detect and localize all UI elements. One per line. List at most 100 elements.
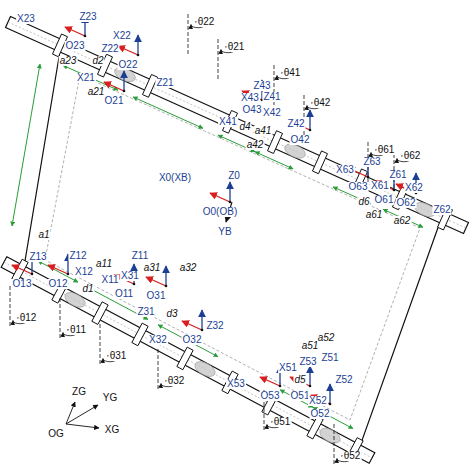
frame-origin <box>165 285 168 288</box>
x-axis-arrow <box>104 82 124 91</box>
axis-label: O0(OB) <box>202 207 238 217</box>
axis-label: X41 <box>218 117 238 127</box>
joint-block <box>92 302 108 325</box>
axis-label: X51 <box>278 363 298 373</box>
chassis-inner-outline <box>45 75 420 420</box>
axis-label: X22 <box>112 31 132 41</box>
axis-label: X52 <box>308 396 328 406</box>
axis-label: O42 <box>290 135 311 145</box>
joint-axis-line <box>218 39 219 79</box>
axis-label: Z23 <box>78 12 97 22</box>
axis-label: O21 <box>104 96 125 106</box>
dimension-label: a11 <box>95 259 113 269</box>
frame-origin <box>309 129 312 132</box>
joint-axis-line <box>158 349 159 389</box>
joint-block <box>312 151 327 174</box>
global-axis-label: YG <box>102 393 118 403</box>
rail-centerline <box>4 262 372 458</box>
axis-label: Z31 <box>136 307 155 317</box>
dimension-label: d4 <box>238 122 251 132</box>
wheel <box>192 359 217 380</box>
frame-origin <box>367 176 370 179</box>
axis-label: Z51 <box>320 353 339 363</box>
frame-origin <box>133 283 136 286</box>
drawing-group <box>1 14 468 464</box>
axis-label: Z22 <box>100 44 119 54</box>
dimension-label: a41 <box>254 126 273 136</box>
joint-axis-line <box>334 424 335 464</box>
x-axis-arrow <box>210 193 230 202</box>
joint-axis-line <box>10 286 11 326</box>
joint-angle-label: θ42 <box>313 98 332 108</box>
dimension-label: a51 <box>301 341 320 351</box>
joint-angle-label: θ12 <box>19 313 38 323</box>
frame-origin <box>229 201 232 204</box>
z-axis-arrow <box>309 110 310 130</box>
global-axis-label: XG <box>104 425 120 435</box>
x-axis-arrow <box>118 46 138 55</box>
dimension-line <box>12 64 40 226</box>
dimension-label: d6 <box>357 197 370 207</box>
axis-label: Z32 <box>205 321 224 331</box>
x-axis-arrow <box>182 321 202 330</box>
frame-origin <box>201 329 204 332</box>
joint-block <box>307 416 323 439</box>
dimension-label: a1 <box>37 230 50 240</box>
joint-axis-line <box>60 298 61 338</box>
axis-label: X23 <box>16 14 36 24</box>
dimension-label: a61 <box>365 210 384 220</box>
global-axis-arrow <box>66 402 75 424</box>
dimension-label: d3 <box>165 309 178 319</box>
dimension-label: a42 <box>246 140 265 150</box>
dimension-line <box>255 152 293 169</box>
x-axis-arrow <box>146 277 166 286</box>
z-axis-arrow <box>201 310 202 330</box>
chassis-body <box>24 51 440 446</box>
axis-label: Z21 <box>155 78 174 88</box>
joint-angle-label: θ31 <box>109 351 128 361</box>
axis-label: Z62 <box>432 205 451 215</box>
global-axis-arrow <box>66 424 99 428</box>
joint-angle-label: θ61 <box>377 145 396 155</box>
axis-label: Z61 <box>388 170 407 180</box>
frame-origin <box>309 385 312 388</box>
axis-label: Z12 <box>68 251 87 261</box>
frame-origin <box>279 385 282 388</box>
dimension-label: d2 <box>91 56 104 66</box>
z-axis-arrow <box>165 266 166 286</box>
axis-label: O23 <box>65 41 86 51</box>
z-axis-arrow <box>329 384 330 404</box>
joint-angle-label: θ52 <box>343 451 362 461</box>
dimension-line <box>133 97 203 128</box>
axis-label: YB <box>217 227 232 237</box>
x-axis-arrow <box>260 377 280 386</box>
joint-angle-label: θ41 <box>283 68 302 78</box>
dimension-label: a32 <box>179 263 198 273</box>
dimension-label: a23 <box>59 56 78 66</box>
axis-label: O13 <box>12 279 33 289</box>
z-axis-arrow <box>137 35 138 55</box>
axis-label: X43 <box>240 93 260 103</box>
global-axis-label: OG <box>47 429 65 439</box>
axis-label: O32 <box>182 335 203 345</box>
axis-label: Z41 <box>262 92 281 102</box>
z-axis-arrow <box>123 71 124 91</box>
frame-origin <box>137 54 140 57</box>
dimension-label: a62 <box>393 216 412 226</box>
axis-label: X53 <box>226 379 246 389</box>
joint-angle-label: θ22 <box>197 17 216 27</box>
axis-label: X12 <box>74 267 94 277</box>
axis-label: X42 <box>262 108 282 118</box>
axis-label: X11 <box>100 275 119 285</box>
wheel <box>317 425 342 446</box>
frame-origin <box>329 403 332 406</box>
axis-label: O61 <box>374 195 395 205</box>
axis-label: Z43 <box>252 81 271 91</box>
dimension-line <box>383 209 423 227</box>
x-axis-arrow <box>48 265 68 274</box>
axis-label: O22 <box>118 60 139 70</box>
axis-label: O53 <box>260 391 281 401</box>
